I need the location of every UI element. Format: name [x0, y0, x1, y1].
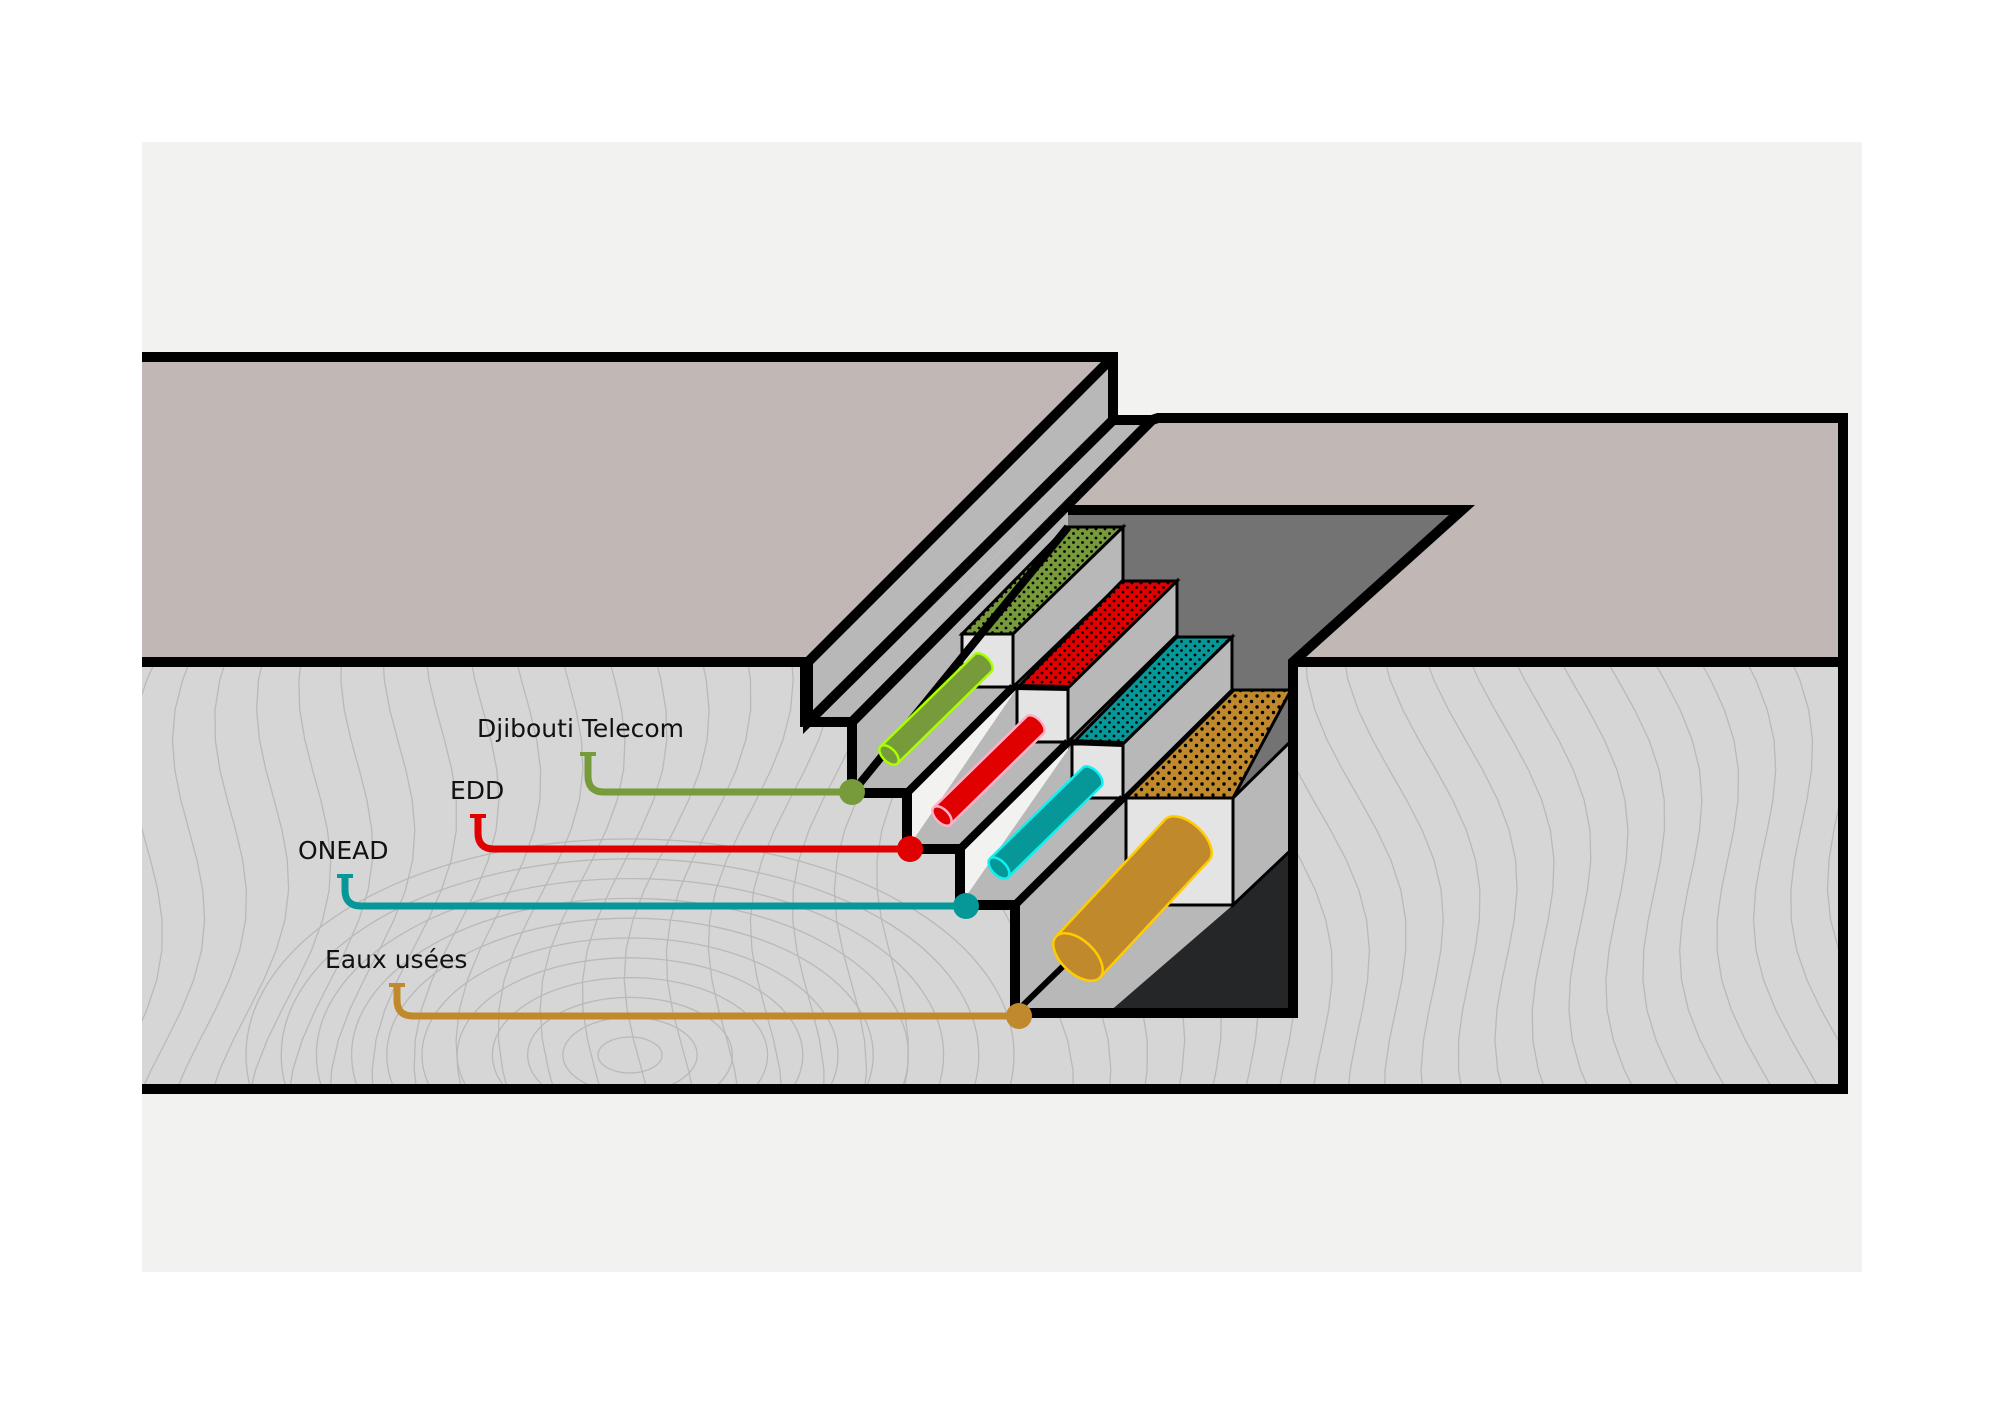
pipe-edge	[879, 653, 976, 748]
pipe-eaux-usees	[1052, 815, 1213, 982]
inner-edge-4	[1012, 795, 1126, 908]
contour-line	[1304, 662, 1407, 1089]
leader-line	[341, 876, 966, 910]
pipe-body	[880, 654, 992, 764]
trench-floor-light	[1015, 905, 1233, 1013]
contour-ring	[386, 917, 874, 1089]
contour-line	[497, 662, 584, 1089]
contour-line	[1341, 662, 1444, 1089]
contour-ring	[280, 858, 980, 1089]
left-pavement-slab	[142, 357, 1113, 662]
network-label: EDD	[450, 776, 504, 805]
pipe-onead	[987, 765, 1104, 880]
pipe-edd	[931, 714, 1046, 827]
contour-ring	[350, 897, 910, 1089]
left-curb-edge	[804, 353, 1117, 666]
ground-fill	[142, 662, 1843, 1089]
contour-line	[413, 662, 500, 1089]
contour-line	[1464, 662, 1555, 1089]
contour-ring	[421, 937, 839, 1089]
contour-line	[209, 662, 290, 1089]
contour-ring	[597, 1036, 663, 1074]
ground-section	[36, 650, 1999, 1100]
network-label: Djibouti Telecom	[477, 714, 684, 743]
pipe-edge	[989, 766, 1084, 860]
trench-top-outline	[1068, 505, 1476, 1013]
pipe-body	[989, 767, 1102, 878]
pipe-edge	[1099, 859, 1210, 979]
duct-block-edd	[1013, 577, 1181, 746]
inner-edge-3	[957, 739, 1071, 852]
trench-floor-dark	[1108, 850, 1290, 1013]
contour-line	[172, 662, 250, 1089]
contour-ring	[315, 877, 945, 1089]
pipe-edge	[1055, 818, 1166, 938]
pipe-edge	[896, 670, 993, 765]
pipe-near-end	[878, 744, 900, 766]
callout-edd: EDD	[450, 776, 923, 862]
right-pavement-slab	[1068, 420, 1843, 662]
contour-line	[142, 662, 170, 1089]
contour-line	[142, 662, 210, 1089]
contour-line	[1690, 662, 1780, 1089]
leader-line	[474, 816, 910, 853]
contour-line	[329, 662, 416, 1089]
leader-line	[584, 754, 852, 796]
contour-line	[707, 662, 794, 1089]
stair-line-a	[1012, 684, 1069, 691]
leader-line	[393, 985, 1019, 1020]
pipe-edge	[949, 732, 1045, 826]
contour-line	[1381, 662, 1481, 1089]
contour-line	[665, 662, 752, 1089]
contour-ring	[456, 957, 804, 1089]
contour-line	[1890, 650, 1999, 1100]
contour-ring	[245, 838, 1015, 1089]
inner-edge-2	[904, 684, 1016, 796]
contour-line	[1646, 662, 1734, 1089]
left-slab-outline	[142, 352, 1118, 734]
callout-onead: ONEAD	[298, 836, 979, 919]
pipe-near-end	[987, 856, 1011, 880]
contour-line	[371, 662, 457, 1089]
contour-line	[1553, 662, 1640, 1089]
contour-line	[1599, 662, 1687, 1089]
network-label: ONEAD	[298, 836, 389, 865]
contour-ring	[526, 996, 734, 1089]
pipe-near-end	[1052, 932, 1104, 982]
contour-line	[1508, 662, 1595, 1089]
contour-line	[1770, 662, 1843, 1089]
contour-line	[455, 662, 542, 1089]
leader-dot	[1006, 1003, 1032, 1029]
callout-djibouti-telecom: Djibouti Telecom	[477, 714, 865, 805]
contour-line	[1850, 650, 1958, 1100]
pipe-body	[1056, 819, 1209, 978]
leader-dot	[839, 779, 865, 805]
pipe-edge	[932, 715, 1028, 809]
contour-line	[287, 662, 374, 1089]
contour-line	[36, 650, 94, 1100]
leader-dot	[897, 836, 923, 862]
contour-line	[247, 662, 332, 1089]
pipe-near-end	[931, 805, 953, 827]
network-label: Eaux usées	[325, 945, 467, 974]
contour-line	[1730, 662, 1826, 1089]
callout-eaux-usees: Eaux usées	[325, 945, 1032, 1029]
pipes	[878, 652, 1213, 982]
stair-inner-wall-5	[1015, 798, 1126, 1013]
contour-line	[1810, 662, 1843, 1089]
contour-ring	[491, 976, 769, 1089]
contour-line	[69, 650, 130, 1100]
pipe-djibouti-telecom	[878, 652, 994, 766]
contour-line	[1422, 662, 1518, 1089]
leader-dot	[953, 893, 979, 919]
pipe-edge	[1007, 785, 1102, 879]
right-slab-outline	[142, 413, 1848, 1094]
left-curb-face	[808, 357, 1113, 722]
contour-line	[581, 662, 668, 1089]
stair-line-b	[1067, 739, 1124, 747]
pipe-body	[933, 716, 1044, 825]
